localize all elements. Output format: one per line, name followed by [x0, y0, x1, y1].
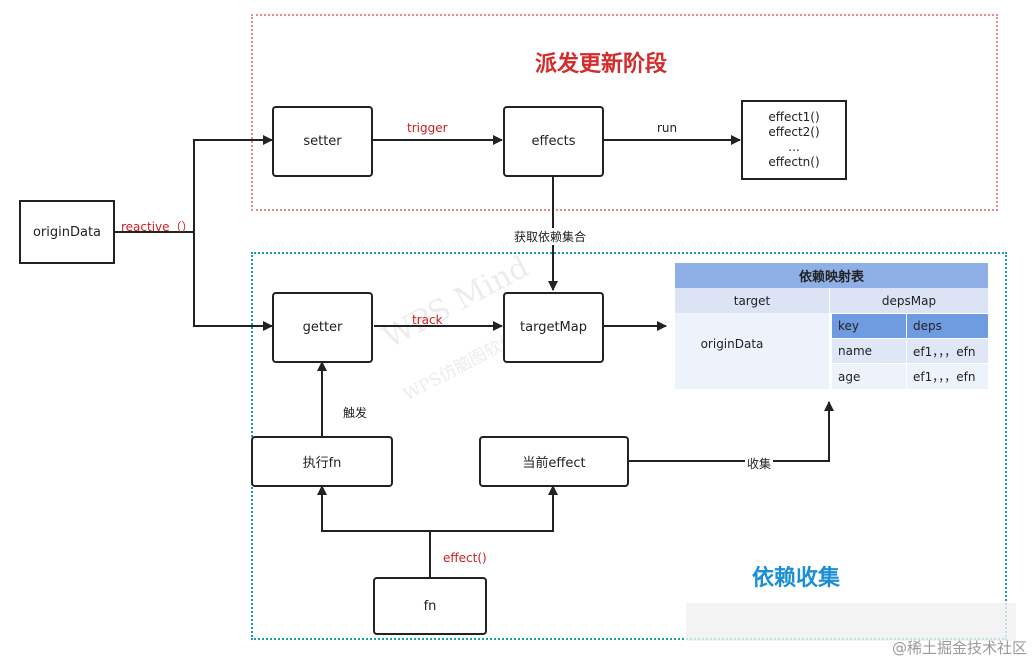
effects-list-item-4: effectn()	[768, 155, 820, 169]
label-get-deps: 获取依赖集合	[512, 228, 589, 245]
deps-table-row-1-deps: ef1，，，efn	[907, 339, 988, 363]
deps-map-table: 依赖映射表 target depsMap originData key deps…	[675, 263, 988, 389]
edge-fn-to-effect	[430, 485, 558, 532]
deps-table-deps-header: deps	[907, 314, 988, 338]
deps-table-col-target: target	[675, 288, 830, 313]
footer-watermark: @稀土掘金技术社区	[891, 639, 1027, 657]
edge-effect-collect	[628, 401, 834, 462]
edge-origin-to-setter	[193, 135, 273, 232]
deps-table-col-depsmap: depsMap	[830, 288, 988, 313]
deps-table-key-header: key	[832, 314, 906, 338]
deps-table-row-2-deps: ef1，，，efn	[907, 364, 988, 389]
fn-node[interactable]: fn	[373, 577, 487, 635]
dispatch-phase-zone	[251, 14, 998, 211]
effects-list-item-3: ...	[788, 140, 800, 154]
label-collect: 收集	[745, 455, 774, 472]
deps-table-row-1-key: name	[832, 339, 906, 363]
dispatch-phase-title: 派发更新阶段	[535, 52, 668, 77]
label-trigger-cn: 触发	[343, 406, 368, 420]
effects-list-item-2: effect2()	[768, 125, 820, 139]
edge-fn-to-execfn	[317, 485, 430, 532]
deps-table-target-value: originData	[675, 313, 830, 389]
deps-table-title: 依赖映射表	[675, 263, 988, 288]
target-map-node[interactable]: targetMap	[503, 292, 604, 363]
label-effect-call: effect()	[443, 551, 487, 565]
label-trigger: trigger	[407, 121, 448, 135]
label-reactive: reactive（）	[121, 220, 194, 234]
effects-node[interactable]: effects	[503, 106, 604, 177]
dependency-collection-title: 依赖收集	[752, 566, 841, 591]
deps-table-row-2-key: age	[832, 364, 906, 389]
getter-node[interactable]: getter	[272, 292, 373, 363]
current-effect-node[interactable]: 当前effect	[479, 436, 629, 487]
exec-fn-node[interactable]: 执行fn	[251, 436, 393, 487]
edge-origin-to-getter	[193, 232, 273, 331]
label-run: run	[657, 121, 678, 135]
effects-list-item-1: effect1()	[768, 110, 820, 124]
effects-list-node[interactable]: effect1() effect2() ... effectn()	[741, 100, 847, 180]
origin-data-node[interactable]: originData	[19, 200, 115, 264]
label-track: track	[412, 313, 443, 327]
blurred-band	[686, 603, 1016, 641]
setter-node[interactable]: setter	[272, 106, 373, 177]
